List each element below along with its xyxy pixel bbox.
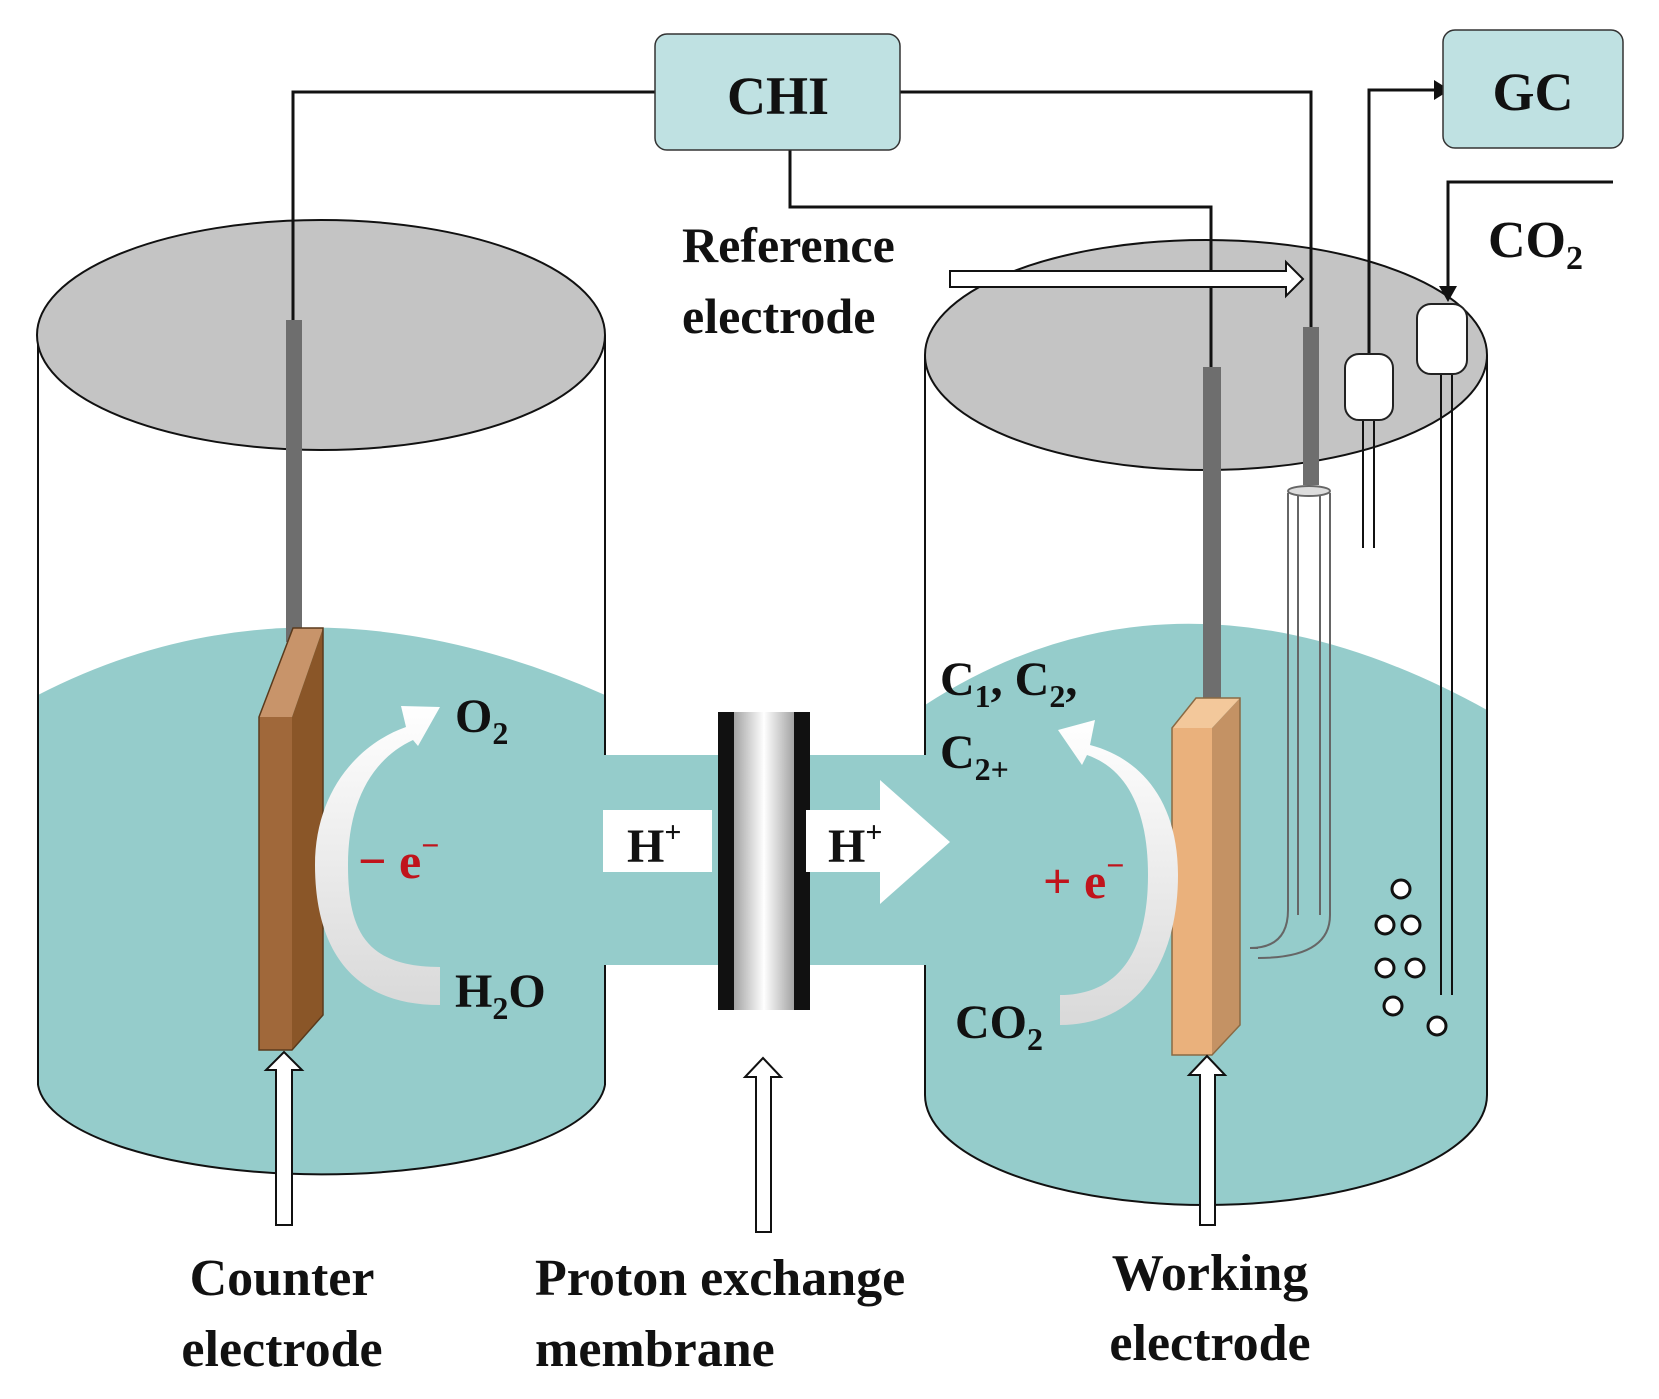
reference-label-line1: Reference bbox=[682, 217, 895, 273]
anode-reaction-arrow bbox=[315, 706, 440, 1005]
anode-reactant-h2o: H2O bbox=[455, 965, 546, 1026]
anode-electron-loss: − e− bbox=[358, 827, 439, 889]
counter-electrode-plate bbox=[258, 627, 324, 1051]
cathode-electron-gain: + e− bbox=[1043, 847, 1124, 909]
reference-electrode-rod bbox=[1303, 327, 1319, 485]
membrane-label-line2: membrane bbox=[535, 1321, 775, 1378]
counter-electrode-rod bbox=[286, 320, 302, 642]
working-label-line1: Working bbox=[1112, 1245, 1309, 1302]
cathode-reactant-co2: CO2 bbox=[955, 996, 1043, 1057]
co2-inlet-tube bbox=[1416, 303, 1468, 995]
co2-inlet-stopper bbox=[1416, 303, 1468, 375]
counter-pointer-arrow bbox=[263, 1050, 305, 1226]
proton-label-right: H+ bbox=[828, 816, 882, 873]
co2-inlet-label: CO2 bbox=[1488, 212, 1583, 277]
proton-arrow-left bbox=[603, 810, 712, 872]
working-label-line2: electrode bbox=[1109, 1315, 1310, 1372]
anode-product-o2: O2 bbox=[455, 690, 508, 751]
co2-inlet-arrowhead bbox=[1439, 286, 1457, 302]
working-electrode-plate bbox=[1171, 697, 1241, 1056]
membrane-label-line1: Proton exchange bbox=[535, 1250, 905, 1307]
gc-outlet-stopper bbox=[1344, 353, 1394, 421]
proton-exchange-membrane bbox=[718, 712, 810, 1010]
proton-label-left: H+ bbox=[627, 816, 681, 873]
reference-electrode-tube bbox=[1249, 485, 1331, 959]
reference-label-line2: electrode bbox=[682, 288, 875, 344]
left-cell-lid bbox=[36, 219, 606, 451]
gc-outlet-tube bbox=[1344, 353, 1394, 548]
gc-label: GC bbox=[1493, 62, 1574, 122]
wiring bbox=[291, 88, 1613, 400]
counter-label-line2: electrode bbox=[181, 1321, 382, 1378]
working-electrode-rod bbox=[1203, 367, 1221, 709]
gc-box: GC bbox=[1442, 29, 1624, 149]
cathode-products-line1: C1, C2, bbox=[940, 653, 1077, 714]
chi-label: CHI bbox=[727, 66, 829, 126]
working-pointer-arrow bbox=[1186, 1054, 1228, 1226]
chi-potentiostat-box: CHI bbox=[654, 33, 901, 151]
co2-bubbles bbox=[1374, 878, 1448, 1037]
proton-arrow-right bbox=[806, 780, 950, 904]
gc-arrowhead bbox=[1434, 80, 1450, 100]
membrane-pointer-arrow bbox=[742, 1056, 784, 1233]
reference-pointer-arrow bbox=[949, 259, 1305, 299]
counter-label-line1: Counter bbox=[190, 1250, 375, 1307]
cathode-reaction-arrow bbox=[1058, 720, 1178, 1025]
cathode-products-line2: C2+ bbox=[940, 726, 1009, 787]
